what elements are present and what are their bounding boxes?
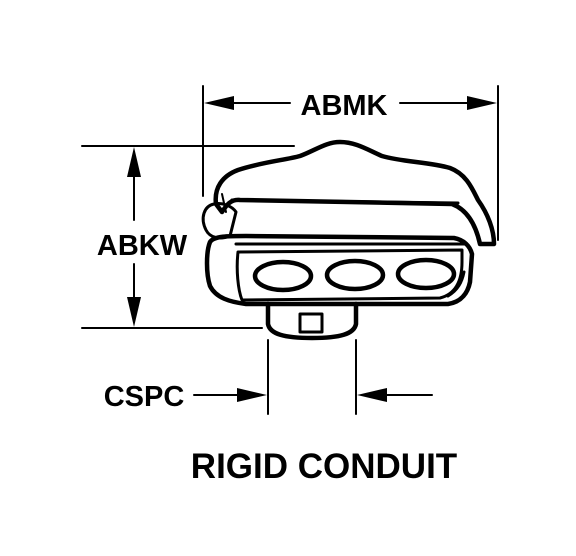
cspc-arrow-right [357, 388, 387, 402]
abmk-arrow-right [467, 96, 497, 110]
conduit-fitting [201, 139, 497, 341]
cspc-dimension: CSPC [104, 339, 433, 415]
cover-edge [230, 198, 460, 205]
abmk-arrow-left [204, 96, 234, 110]
hub-opening-right [395, 257, 457, 291]
abmk-dimension: ABMK [202, 85, 499, 241]
bottom-hub [265, 301, 359, 341]
fitting-cover [213, 139, 497, 247]
abkw-arrow-top [127, 147, 141, 177]
body-corner [446, 270, 466, 298]
hub-opening-left [252, 259, 314, 293]
diagram-caption: RIGID CONDUIT [191, 447, 457, 486]
hub-square [298, 312, 324, 334]
abmk-label: ABMK [301, 90, 388, 122]
cspc-arrow-left [237, 388, 267, 402]
body-face [235, 248, 464, 302]
cspc-label: CSPC [104, 381, 185, 413]
abkw-dimension: ABKW [81, 145, 295, 329]
fitting-body [204, 233, 475, 307]
hub-opening-center [324, 258, 386, 292]
lug-crease [221, 193, 227, 213]
abkw-arrow-bottom [127, 297, 141, 327]
abkw-label: ABKW [97, 230, 188, 262]
